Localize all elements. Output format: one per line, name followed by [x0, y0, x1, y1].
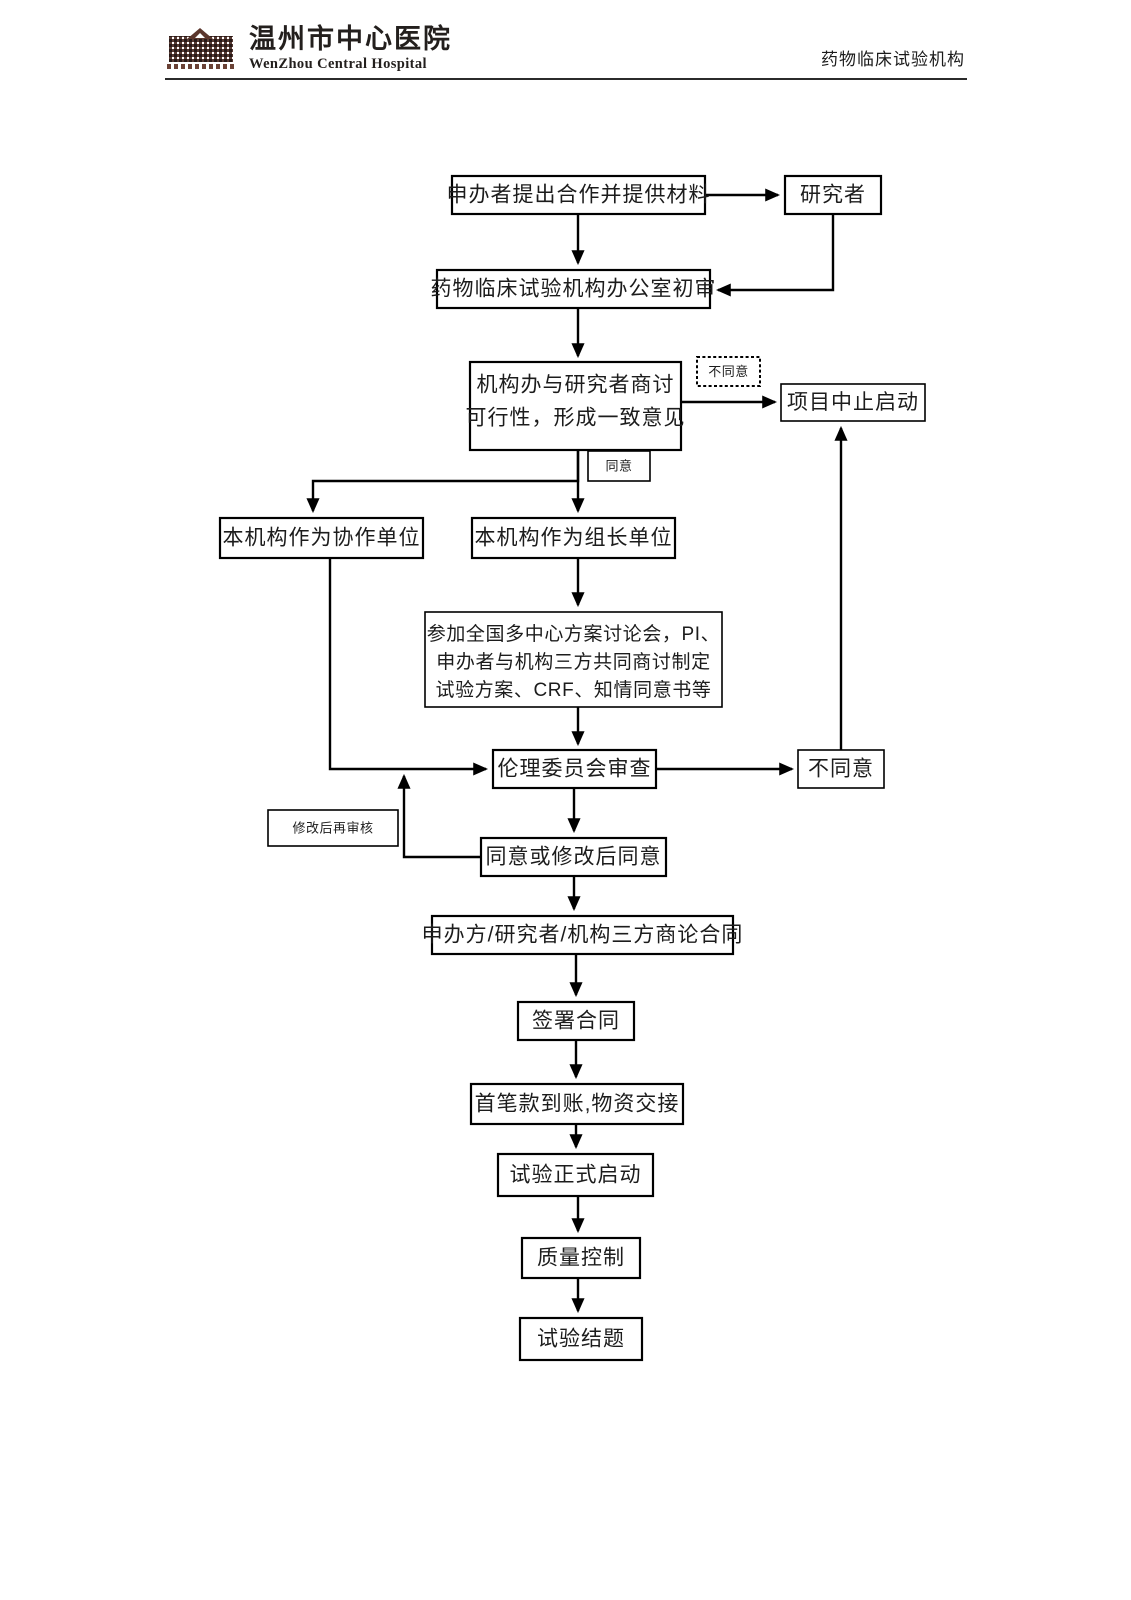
node-label: 项目中止启动 [787, 391, 919, 414]
hospital-name-en: WenZhou Central Hospital [249, 56, 427, 72]
node-ethics-committee-review[interactable]: 伦理委员会审查 [491, 748, 658, 790]
node-label: 试验正式启动 [510, 1164, 642, 1187]
seal-pattern [169, 35, 233, 62]
node-label: 申办者提出合作并提供材料 [447, 184, 711, 207]
node-trial-official-start[interactable]: 试验正式启动 [496, 1152, 655, 1198]
edge-n2-n3 [715, 214, 835, 297]
header-department-label: 药物临床试验机构 [821, 50, 965, 69]
page-header: 温州市中心医院 WenZhou Central Hospital 药物临床试验机… [0, 0, 1131, 90]
seal-roof-inner-shape [195, 32, 205, 38]
hospital-name-cn: 温州市中心医院 [249, 24, 452, 54]
node-label: 不同意 [708, 364, 749, 379]
node-project-terminated[interactable]: 项目中止启动 [780, 383, 926, 422]
hospital-name-block: 温州市中心医院 WenZhou Central Hospital [249, 26, 452, 72]
node-label-line-2: 申办者与机构三方共同商讨制定 [436, 651, 710, 673]
node-collaborating-institution[interactable]: 本机构作为协作单位 [218, 516, 425, 560]
node-disagree-ethics[interactable]: 不同意 [797, 749, 885, 789]
node-trial-completion[interactable]: 试验结题 [518, 1316, 644, 1362]
node-label: 同意或修改后同意 [486, 846, 662, 869]
node-sign-contract[interactable]: 签署合同 [516, 1000, 636, 1042]
node-first-payment-and-supplies[interactable]: 首笔款到账,物资交接 [469, 1082, 685, 1126]
node-label: 本机构作为组长单位 [475, 527, 673, 550]
node-label: 药物临床试验机构办公室初审 [431, 278, 717, 301]
node-label-line-2: 可行性，形成一致意见 [466, 407, 686, 430]
node-revise-and-resubmit: 修改后再审核 [267, 809, 399, 847]
node-contract-negotiation[interactable]: 申办方/研究者/机构三方商论合同 [422, 914, 744, 956]
node-investigator[interactable]: 研究者 [783, 174, 883, 216]
header-divider [165, 78, 967, 80]
node-label: 修改后再审核 [292, 820, 373, 835]
node-label: 试验结题 [537, 1328, 625, 1351]
node-label-line-1: 参加全国多中心方案讨论会，PI、 [427, 623, 721, 645]
hospital-logo-block: 温州市中心医院 WenZhou Central Hospital [165, 26, 452, 72]
node-lead-institution[interactable]: 本机构作为组长单位 [470, 516, 677, 560]
node-label: 研究者 [800, 184, 866, 207]
edge-n14-n11-loop [397, 773, 481, 859]
node-label: 不同意 [808, 758, 874, 781]
node-label: 首笔款到账,物资交接 [475, 1093, 680, 1116]
node-label: 伦理委员会审查 [498, 758, 652, 781]
node-label-line-3: 试验方案、CRF、知情同意书等 [435, 679, 711, 701]
hospital-seal-icon [165, 27, 237, 72]
node-approved-or-approved-after-revision[interactable]: 同意或修改后同意 [479, 836, 668, 878]
node-label: 同意 [605, 458, 632, 473]
node-sponsor-proposal[interactable]: 申办者提出合作并提供材料 [447, 174, 711, 216]
node-feasibility-discussion[interactable]: 机构办与研究者商讨 可行性，形成一致意见 [466, 360, 686, 452]
node-label: 本机构作为协作单位 [223, 527, 421, 550]
flow-connectors [306, 188, 848, 1314]
node-agree-label: 同意 [587, 450, 651, 482]
node-label: 签署合同 [532, 1010, 620, 1033]
node-quality-control[interactable]: 质量控制 [520, 1236, 642, 1280]
node-office-preliminary-review[interactable]: 药物临床试验机构办公室初审 [431, 268, 717, 310]
node-multicenter-protocol-meeting[interactable]: 参加全国多中心方案讨论会，PI、 申办者与机构三方共同商讨制定 试验方案、CRF… [424, 611, 723, 708]
node-label-line-1: 机构办与研究者商讨 [477, 374, 675, 397]
edge-n4-bus [306, 450, 580, 514]
edge-n8-n11 [328, 558, 489, 776]
seal-base-shape [167, 63, 235, 69]
node-disagree-label-top: 不同意 [696, 356, 761, 387]
node-label: 申办方/研究者/机构三方商论合同 [422, 924, 744, 947]
node-label: 质量控制 [537, 1247, 625, 1270]
